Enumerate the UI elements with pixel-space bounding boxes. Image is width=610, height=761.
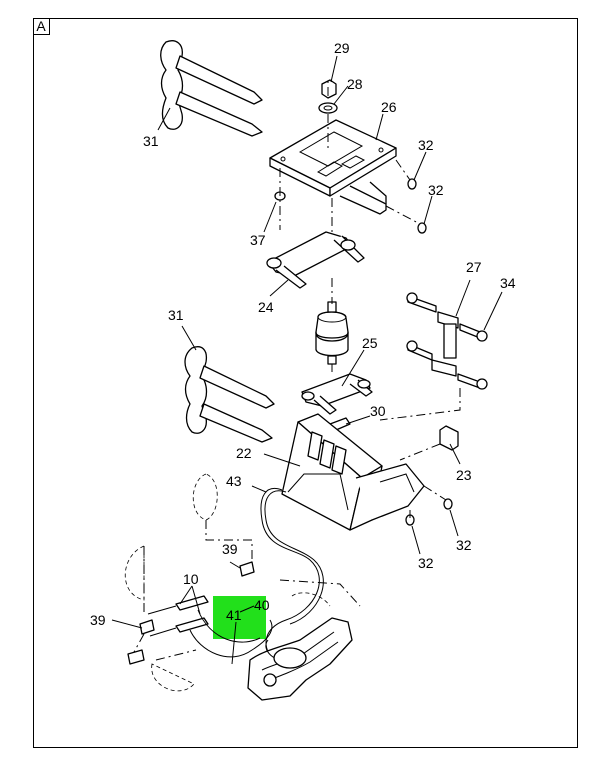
callout-29: 29 [334, 40, 350, 56]
callout-32-c: 32 [456, 537, 472, 553]
callout-labels: 29 28 26 31 32 32 37 24 27 34 31 25 30 2… [90, 40, 516, 628]
part-22-main-bracket[interactable] [281, 413, 425, 531]
callout-22: 22 [236, 445, 252, 461]
callout-39-upper: 39 [222, 541, 238, 557]
part-10-fasteners[interactable] [147, 595, 209, 637]
part-32-caps-lower[interactable] [405, 498, 453, 526]
phantom-lines [133, 78, 461, 661]
part-29-plug[interactable] [321, 79, 337, 99]
callout-26: 26 [381, 99, 397, 115]
part-25-lower-link[interactable] [301, 373, 373, 415]
part-34-bolts[interactable] [457, 323, 488, 390]
callout-25: 25 [362, 335, 378, 351]
air-spring[interactable] [315, 301, 349, 365]
phantom-half-circles [124, 473, 331, 692]
part-23-plate[interactable] [439, 425, 459, 451]
part-43-cable[interactable] [260, 488, 324, 665]
diagram-frame [33, 18, 578, 748]
part-31-upper-bracket[interactable] [160, 40, 263, 137]
callout-10: 10 [183, 571, 199, 587]
panel-letter: A [33, 18, 50, 35]
part-26-top-plate[interactable] [269, 119, 397, 215]
callout-31-upper: 31 [143, 133, 159, 149]
callout-31-lower: 31 [168, 307, 184, 323]
callout-43: 43 [226, 473, 242, 489]
part-31-lower-bracket[interactable] [184, 346, 275, 443]
part-40-wires[interactable] [189, 609, 273, 658]
callout-24: 24 [258, 299, 274, 315]
callout-41: 41 [226, 607, 242, 623]
lower-seat-assembly[interactable] [247, 617, 353, 701]
callout-27: 27 [466, 259, 482, 275]
callout-30: 30 [370, 403, 386, 419]
highlighted-callout-41[interactable] [213, 596, 266, 639]
part-39-connectors[interactable] [127, 561, 255, 665]
callout-32-b: 32 [428, 182, 444, 198]
callout-40: 40 [254, 597, 270, 613]
callout-37: 37 [250, 232, 266, 248]
part-27-shock-absorber[interactable] [406, 292, 459, 377]
callout-39-lower: 39 [90, 612, 106, 628]
callout-34: 34 [500, 275, 516, 291]
callout-32-a: 32 [418, 137, 434, 153]
callout-28: 28 [347, 76, 363, 92]
part-24-upper-link[interactable] [266, 231, 365, 289]
callout-23: 23 [456, 467, 472, 483]
part-28-washer[interactable] [318, 102, 338, 114]
part-32-caps-upper[interactable] [407, 178, 427, 234]
leader-lines [111, 55, 503, 665]
callout-32-d: 32 [418, 555, 434, 571]
